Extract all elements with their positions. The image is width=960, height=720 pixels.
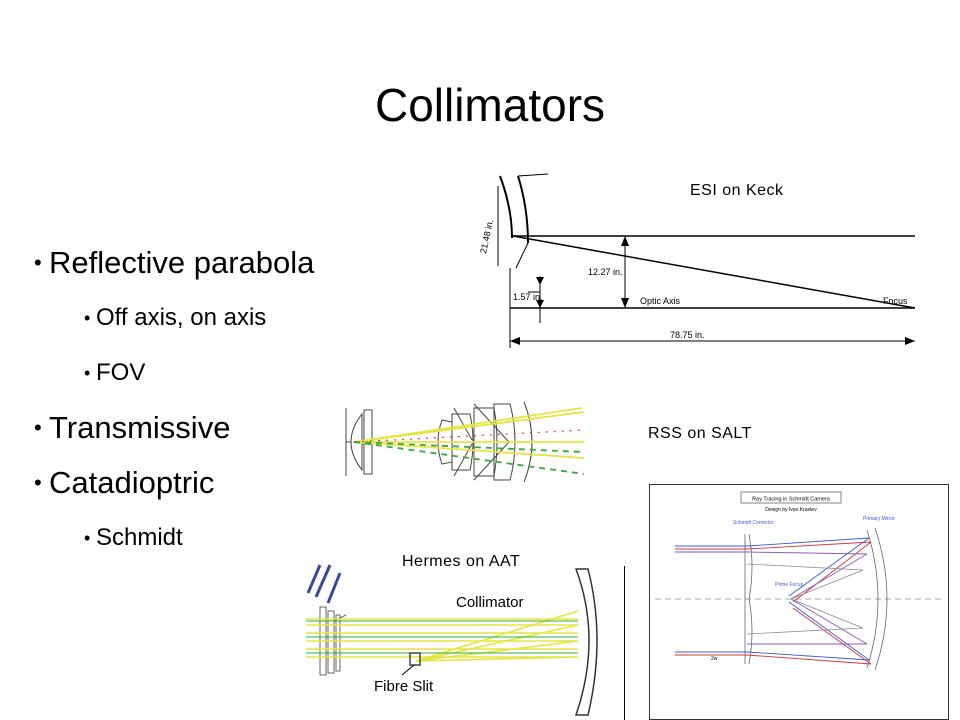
caption-esi: ESI on Keck: [690, 182, 784, 199]
caption-hermes: Hermes on AAT: [402, 553, 521, 570]
hermes-diagram: Collimator Fibre Slit: [306, 564, 598, 716]
schmidt-angle-label: 2w: [711, 656, 718, 662]
schmidt-corrector-label: Schmidt Corrector: [733, 520, 774, 526]
bullet-list: Reflective parabola Off axis, on axis FO…: [34, 238, 314, 568]
esi-diagram: 21.48 in. 12.27 in. 1.57 in. Optic Axis …: [478, 173, 916, 348]
esi-mirror-label: 21.48 in.: [478, 219, 495, 255]
caption-rss: RSS on SALT: [648, 425, 752, 442]
esi-axis-label: Optic Axis: [640, 296, 681, 306]
esi-focus-label: Focus: [883, 296, 908, 306]
bullet-reflective-parabola: Reflective parabola: [34, 238, 314, 293]
bullet-fov: FOV: [34, 348, 314, 403]
schmidt-mirror-label: Primary Mirror: [863, 516, 895, 522]
hermes-slit-label: Fibre Slit: [374, 678, 434, 695]
bullet-schmidt: Schmidt: [34, 513, 314, 568]
esi-height-label: 12.27 in.: [588, 267, 623, 277]
schmidt-diagram: Ray Tracing in Schmidt Camera Design by …: [649, 484, 949, 720]
divider-line: [624, 566, 625, 720]
esi-length-label: 78.75 in.: [670, 330, 705, 340]
bullet-transmissive: Transmissive: [34, 403, 314, 458]
schmidt-focus-label: Prime Focus: [775, 582, 804, 588]
schmidt-subtitle: Design by Ivan Krastev: [765, 507, 817, 513]
schmidt-title: Ray Tracing in Schmidt Camera: [752, 497, 831, 503]
slide-title: Collimators: [374, 79, 606, 131]
rss-diagram: [345, 401, 584, 483]
hermes-collimator-label: Collimator: [456, 594, 524, 611]
esi-offset-label: 1.57 in.: [513, 292, 543, 302]
bullet-catadioptric: Catadioptric: [34, 458, 314, 513]
bullet-off-axis: Off axis, on axis: [34, 293, 314, 348]
